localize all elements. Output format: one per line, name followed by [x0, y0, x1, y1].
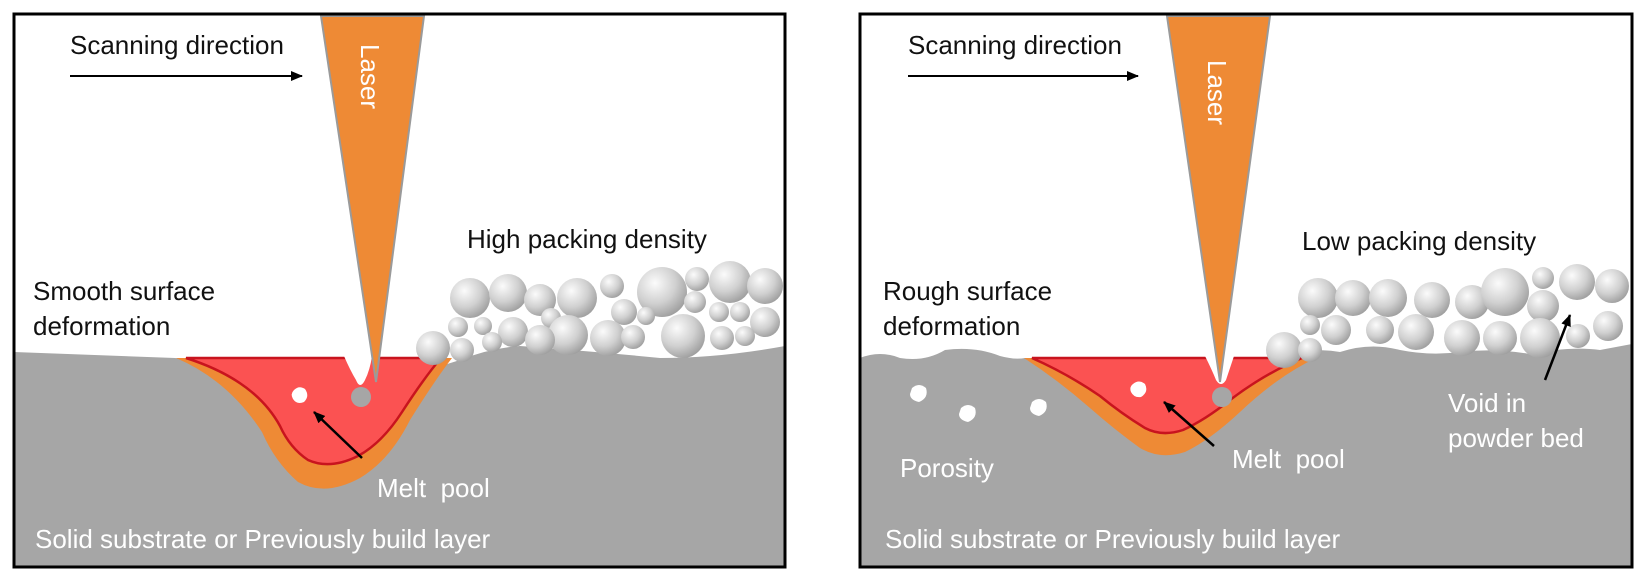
melt-pool-left	[176, 356, 452, 489]
panel-left: Laser Scanning direction Smooth surface …	[14, 14, 785, 567]
pore-left	[291, 387, 308, 403]
scanning-direction-label-right: Scanning direction	[908, 30, 1122, 60]
panel-left-border	[12, 12, 787, 569]
melt-pool-pointer-right	[1163, 401, 1215, 447]
substrate-label-right: Solid substrate or Previously build laye…	[885, 524, 1341, 554]
melt-pool-label-left: Melt pool	[377, 473, 490, 503]
laser-beam-right	[1165, 15, 1272, 383]
panel-right-border	[858, 12, 1634, 569]
substrate-left	[14, 346, 785, 567]
surface-label-left: Smooth surface deformation	[33, 276, 222, 341]
density-label-right: Low packing density	[1302, 226, 1536, 256]
substrate-right	[860, 344, 1632, 567]
porosity-voids	[910, 385, 1047, 422]
powder-bed-left	[416, 261, 783, 365]
melt-pool-pointer-left	[313, 411, 363, 459]
porosity-label: Porosity	[900, 453, 994, 483]
panel-right: Laser Scanning direction Rough surface d…	[860, 14, 1632, 567]
laser-label-right: Laser	[1202, 60, 1232, 125]
density-label-left: High packing density	[467, 224, 707, 254]
powder-bed-right	[1266, 264, 1629, 368]
surface-label-right: Rough surface deformation	[883, 276, 1059, 341]
void-label: Void in powder bed	[1448, 388, 1584, 453]
melt-pool-label-right: Melt pool	[1232, 444, 1345, 474]
substrate-label-left: Solid substrate or Previously build laye…	[35, 524, 491, 554]
scanning-direction-label-left: Scanning direction	[70, 30, 284, 60]
void-pointer	[1543, 314, 1572, 381]
laser-label-left: Laser	[355, 44, 385, 109]
laser-beam-left	[319, 15, 426, 383]
pore-right-melt	[1130, 381, 1147, 398]
